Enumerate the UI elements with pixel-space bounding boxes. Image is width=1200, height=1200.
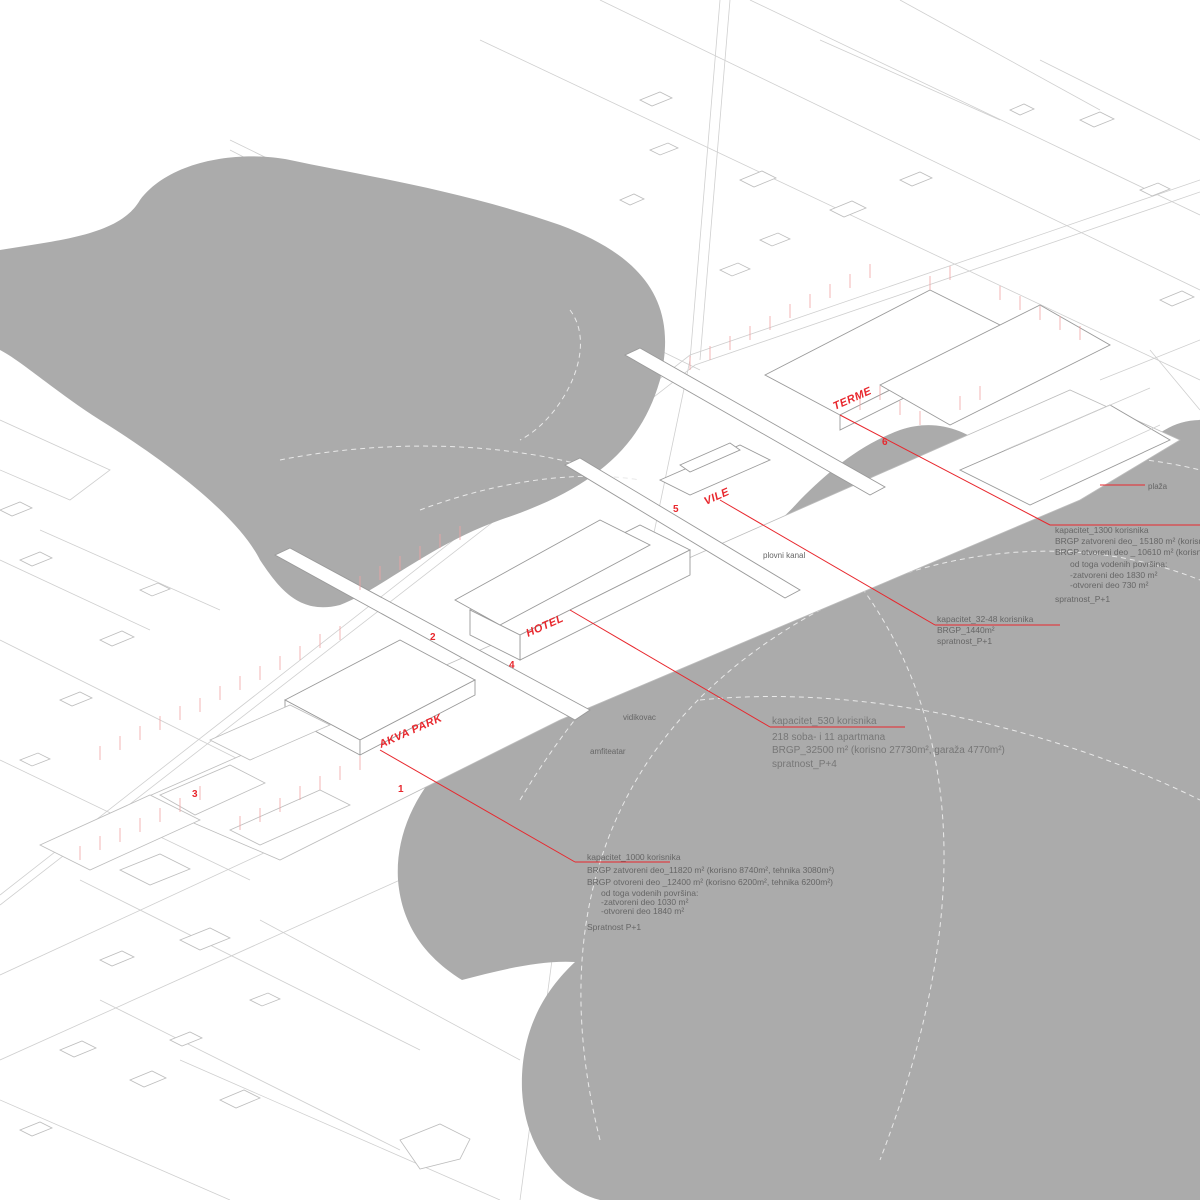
amfiteatar-label: amfiteatar xyxy=(590,747,626,756)
vile-info-line: spratnost_P+1 xyxy=(937,636,992,646)
tree-rows xyxy=(79,264,1081,860)
hotel-info: kapacitet_530 korisnika 218 soba- i 11 a… xyxy=(772,716,1005,770)
terme-info-line: spratnost_P+1 xyxy=(1055,594,1110,604)
vidikovac-label: vidikovac xyxy=(623,713,656,722)
akva-park-info-line: kapacitet_1000 korisnika xyxy=(587,852,681,862)
terme-info-line: -zatvoreni deo 1830 m² xyxy=(1070,570,1158,580)
zone-number-3: 3 xyxy=(192,789,198,800)
main-lake xyxy=(397,420,1200,1200)
zone-numbers: 1 2 3 4 5 6 xyxy=(192,437,888,800)
terme-info-line: kapacitet_1300 korisnika xyxy=(1055,525,1149,535)
plovni-kanal-label: plovni kanal xyxy=(763,551,805,560)
hotel-info-line: spratnost_P+4 xyxy=(772,759,837,770)
akva-park-info-line: od toga vodenih površina: xyxy=(601,888,698,898)
terme-info: kapacitet_1300 korisnika BRGP zatvoreni … xyxy=(1055,525,1200,604)
vile-info-line: BRGP_1440m² xyxy=(937,625,995,635)
zone-number-1: 1 xyxy=(398,784,404,795)
terme-info-line: BRGP otvoreni deo _ 10610 m² (korisno xyxy=(1055,547,1200,557)
terme-info-line: od toga vodenih površina: xyxy=(1070,559,1167,569)
callout-leaders xyxy=(379,414,1200,863)
akva-park-info-line: BRGP otvoreni deo _12400 m² (korisno 620… xyxy=(587,877,833,887)
hotel-info-line: kapacitet_530 korisnika xyxy=(772,716,877,727)
hotel-info-line: 218 soba- i 11 apartmana xyxy=(772,732,886,743)
upper-lake xyxy=(0,156,666,608)
zone-number-6: 6 xyxy=(882,437,888,448)
zone-number-4: 4 xyxy=(509,660,515,671)
akva-park-info: kapacitet_1000 korisnika BRGP zatvoreni … xyxy=(587,852,834,932)
surrounding-buildings xyxy=(0,91,1195,1170)
plaza-label: plaža xyxy=(1148,482,1168,491)
zone-number-5: 5 xyxy=(673,504,679,515)
place-labels: plaža plovni kanal vidikovac amfiteatar xyxy=(590,482,1168,756)
vile-info-line: kapacitet_32-48 korisnika xyxy=(937,614,1034,624)
akva-park-info-line: -zatvoreni deo 1030 m² xyxy=(601,897,689,907)
akva-park-info-line: BRGP zatvoreni deo_11820 m² (korisno 874… xyxy=(587,865,834,875)
akva-park-info-line: Spratnost P+1 xyxy=(587,922,641,932)
akva-park-info-line: -otvoreni deo 1840 m² xyxy=(601,906,684,916)
hotel-info-line: BRGP_32500 m² (korisno 27730m², garaža 4… xyxy=(772,745,1005,756)
zone-number-2: 2 xyxy=(430,632,436,643)
terme-info-line: BRGP zatvoreni deo_ 15180 m² (korisno xyxy=(1055,536,1200,546)
terme-info-line: -otvoreni deo 730 m² xyxy=(1070,580,1149,590)
vile-info: kapacitet_32-48 korisnika BRGP_1440m² sp… xyxy=(937,614,1034,646)
